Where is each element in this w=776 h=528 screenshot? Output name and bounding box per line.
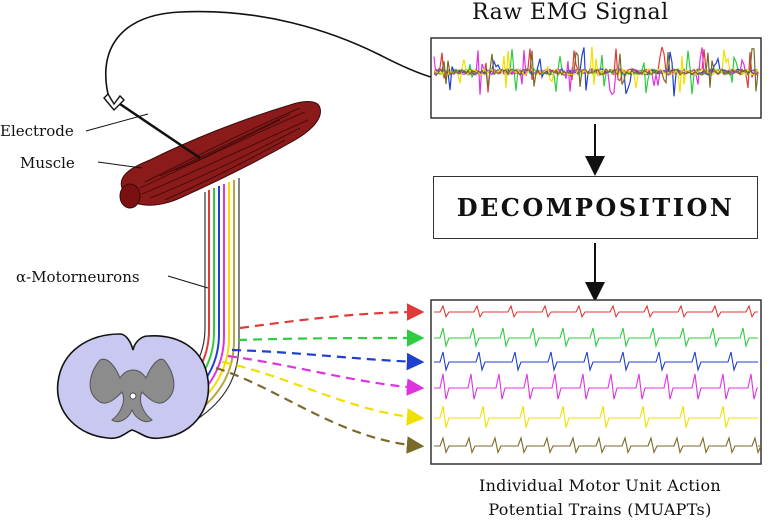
motorneuron-bundle bbox=[167, 178, 240, 421]
electrode-illustration bbox=[103, 92, 201, 160]
dashed-arrows bbox=[215, 303, 425, 454]
muscle-illustration bbox=[119, 101, 321, 209]
muapt-traces bbox=[434, 304, 762, 455]
electrode-label: Electrode bbox=[0, 122, 74, 140]
decomposition-box: DECOMPOSITION bbox=[433, 176, 758, 239]
muscle-leader bbox=[97, 161, 143, 169]
decomposition-label: DECOMPOSITION bbox=[456, 193, 735, 222]
muapt-trace bbox=[434, 373, 758, 400]
motorneurons-label: α-Motorneurons bbox=[16, 268, 140, 286]
motorneurons-leader bbox=[167, 275, 209, 289]
raw-emg-title: Raw EMG Signal bbox=[472, 0, 669, 25]
raw-emg-traces bbox=[433, 46, 759, 97]
muapt-box bbox=[430, 299, 762, 465]
muapt-trace bbox=[434, 405, 758, 428]
electrode-cable bbox=[105, 10, 435, 103]
arrow-train-blue bbox=[231, 348, 425, 371]
raw-emg-box bbox=[430, 37, 762, 119]
arrow-train-olive bbox=[215, 366, 425, 454]
muapt-trace bbox=[434, 327, 758, 349]
muapt-trace bbox=[434, 304, 758, 319]
arrow-train-red bbox=[239, 303, 425, 330]
muapt-trace bbox=[434, 351, 758, 373]
arrow-train-yellow bbox=[221, 360, 425, 426]
caption-line-1: Individual Motor Unit Action bbox=[478, 476, 722, 495]
muscle-label: Muscle bbox=[20, 154, 75, 172]
spinal-cord-cross-section bbox=[56, 333, 210, 440]
electrode-leader bbox=[85, 113, 149, 132]
raw-emg-trace bbox=[433, 47, 759, 96]
raw-emg-trace bbox=[433, 48, 759, 92]
arrow-train-magenta bbox=[227, 354, 425, 396]
muapt-trace bbox=[434, 436, 762, 455]
muapt-caption: Individual Motor Unit Action Potential T… bbox=[430, 474, 770, 522]
caption-line-2: Potential Trains (MUAPTs) bbox=[488, 500, 712, 519]
arrow-train-green bbox=[237, 329, 425, 347]
